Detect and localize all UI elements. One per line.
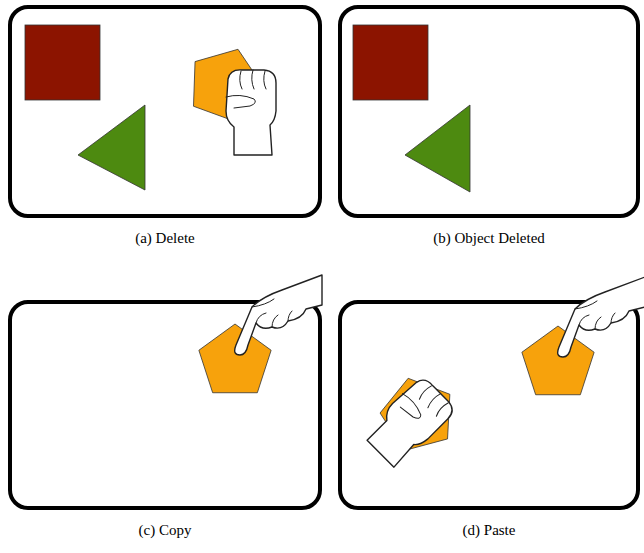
figure-panel: (d) Paste	[338, 300, 640, 550]
panel-drawing	[8, 300, 322, 510]
pointing-hand	[558, 277, 644, 357]
figure-panel: (b) Object Deleted	[338, 5, 640, 258]
panel-caption: (b) Object Deleted	[338, 230, 640, 247]
panel-frame	[340, 7, 638, 216]
fist-hand	[226, 70, 276, 155]
panel-caption: (c) Copy	[8, 522, 322, 539]
panel-drawing	[338, 5, 640, 218]
orange-pentagon	[199, 324, 271, 393]
red-square	[353, 25, 428, 100]
hand-outline	[558, 277, 644, 357]
green-triangle	[405, 105, 470, 192]
panel-drawing	[338, 300, 640, 510]
hand-detail	[226, 70, 266, 108]
hand-outline	[235, 275, 322, 355]
fist-hand	[361, 374, 457, 470]
green-triangle	[78, 105, 145, 190]
hand-outline	[226, 70, 276, 155]
panel-frame	[10, 7, 320, 216]
panel-drawing	[8, 5, 322, 218]
panel-frame	[10, 302, 320, 508]
hand-detail	[575, 301, 615, 329]
hand-outline	[361, 374, 457, 470]
panel-frame	[340, 302, 638, 508]
hand-detail	[395, 375, 450, 430]
pointing-hand	[235, 275, 322, 355]
orange-pentagon	[522, 326, 594, 395]
panel-caption: (a) Delete	[8, 230, 322, 247]
figure-panel: (a) Delete	[8, 5, 322, 258]
figure-panel: (c) Copy	[8, 300, 322, 550]
hand-detail	[252, 299, 292, 327]
red-square	[25, 25, 100, 100]
panel-caption: (d) Paste	[338, 522, 640, 539]
